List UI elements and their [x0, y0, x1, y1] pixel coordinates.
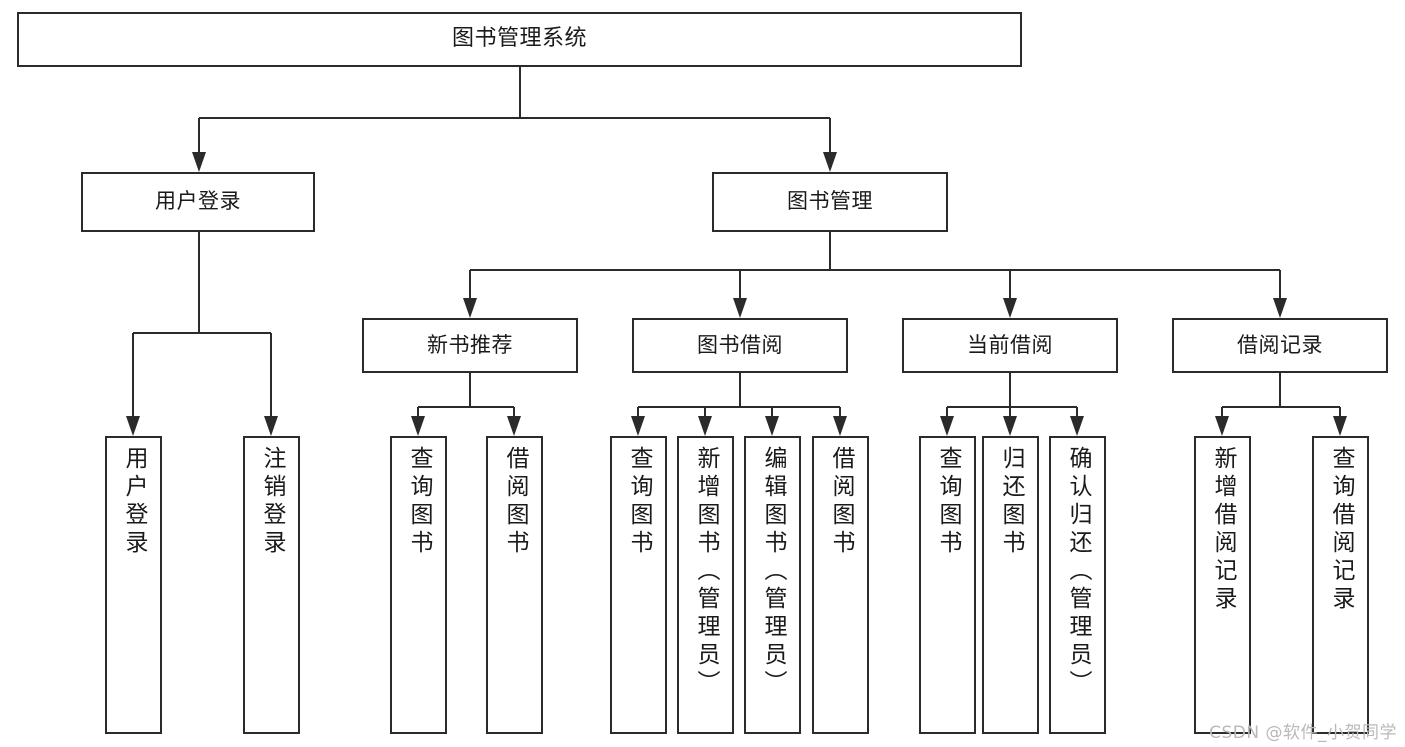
leaf-rcd-query-record-label: 查询借阅记录	[1328, 446, 1354, 614]
node-book-management[interactable]: 图书管理	[712, 172, 948, 232]
arrow-to-book-mgmt	[823, 152, 837, 172]
csdn-watermark: CSDN @软件_小贺同学	[1209, 723, 1397, 743]
leaf-rec-borrow-book[interactable]: 借阅图书	[486, 436, 543, 734]
arrow-leaf-rcd-query	[1333, 416, 1347, 436]
leaf-cur-query-book-label: 查询图书	[935, 446, 961, 558]
arrow-to-borrow-record	[1273, 298, 1287, 318]
node-current-borrow-label: 当前借阅	[967, 332, 1053, 357]
arrow-leaf-cur-query	[940, 416, 954, 436]
node-new-book-recommend-label: 新书推荐	[427, 332, 513, 357]
node-current-borrow[interactable]: 当前借阅	[902, 318, 1118, 373]
node-book-management-label: 图书管理	[787, 189, 873, 214]
node-book-borrow-label: 图书借阅	[697, 332, 783, 357]
arrow-leaf-brw-borrow	[833, 416, 847, 436]
leaf-rec-query-book-label: 查询图书	[406, 446, 432, 558]
leaf-rcd-add-record[interactable]: 新增借阅记录	[1194, 436, 1251, 734]
arrow-to-user-login	[192, 152, 206, 172]
arrow-to-new-book-rec	[463, 298, 477, 318]
arrow-leaf-brw-query	[631, 416, 645, 436]
leaf-user-logout[interactable]: 注销登录	[243, 436, 300, 734]
leaf-cur-return-book[interactable]: 归还图书	[982, 436, 1039, 734]
node-root[interactable]: 图书管理系统	[17, 12, 1022, 67]
arrow-leaf-brw-edit	[765, 416, 779, 436]
leaf-user-login[interactable]: 用户登录	[105, 436, 162, 734]
leaf-cur-confirm-return-admin-label: 确认归还（管理员）	[1065, 446, 1091, 698]
node-book-borrow[interactable]: 图书借阅	[632, 318, 848, 373]
leaf-rcd-add-record-label: 新增借阅记录	[1210, 446, 1236, 614]
arrow-leaf-brw-add	[698, 416, 712, 436]
node-borrow-record-label: 借阅记录	[1237, 332, 1323, 357]
leaf-brw-edit-book-admin-label: 编辑图书（管理员）	[760, 446, 786, 698]
leaf-cur-confirm-return-admin[interactable]: 确认归还（管理员）	[1049, 436, 1106, 734]
node-user-login[interactable]: 用户登录	[81, 172, 315, 232]
node-borrow-record[interactable]: 借阅记录	[1172, 318, 1388, 373]
leaf-cur-query-book[interactable]: 查询图书	[919, 436, 976, 734]
arrow-leaf-rec-query	[411, 416, 425, 436]
arrow-to-book-borrow	[733, 298, 747, 318]
arrow-leaf-rcd-add	[1215, 416, 1229, 436]
arrow-leaf-rec-borrow	[507, 416, 521, 436]
leaf-rcd-query-record[interactable]: 查询借阅记录	[1312, 436, 1369, 734]
arrow-leaf-cur-return	[1003, 416, 1017, 436]
leaf-cur-return-book-label: 归还图书	[998, 446, 1024, 558]
arrow-to-current-borrow	[1003, 298, 1017, 318]
node-new-book-recommend[interactable]: 新书推荐	[362, 318, 578, 373]
leaf-brw-borrow-book[interactable]: 借阅图书	[812, 436, 869, 734]
leaf-user-login-label: 用户登录	[121, 446, 147, 558]
leaf-brw-edit-book-admin[interactable]: 编辑图书（管理员）	[744, 436, 801, 734]
leaf-brw-borrow-book-label: 借阅图书	[828, 446, 854, 558]
arrow-leaf-cur-confirm	[1070, 416, 1084, 436]
leaf-user-logout-label: 注销登录	[259, 446, 285, 558]
leaf-brw-query-book-label: 查询图书	[626, 446, 652, 558]
leaf-rec-query-book[interactable]: 查询图书	[390, 436, 447, 734]
leaf-brw-add-book-admin[interactable]: 新增图书（管理员）	[677, 436, 734, 734]
node-root-label: 图书管理系统	[451, 26, 587, 52]
node-user-login-label: 用户登录	[155, 189, 241, 214]
leaf-brw-add-book-admin-label: 新增图书（管理员）	[693, 446, 719, 698]
arrow-leaf-user-logout	[264, 416, 278, 436]
leaf-brw-query-book[interactable]: 查询图书	[610, 436, 667, 734]
arrow-leaf-user-login	[126, 416, 140, 436]
leaf-rec-borrow-book-label: 借阅图书	[502, 446, 528, 558]
